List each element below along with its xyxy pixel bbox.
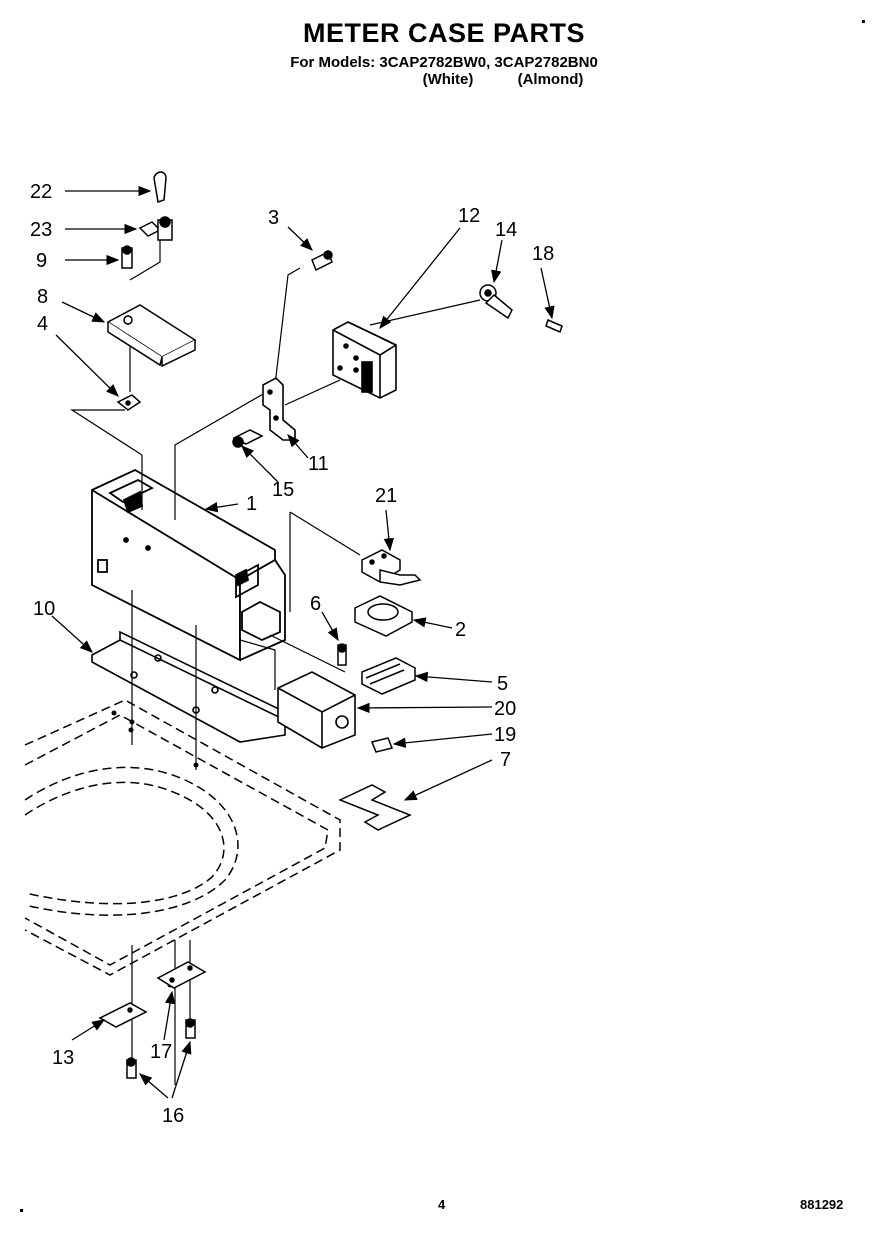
part-7-plate: [338, 784, 412, 831]
callout-15: 15: [272, 479, 294, 501]
part-23-actuator: [138, 216, 173, 241]
callout-arrows: [51, 185, 555, 1099]
part-5-slide: [361, 657, 416, 695]
part-2-coin-cup: [354, 595, 413, 637]
part-12-timer-box: [332, 321, 397, 399]
corner-mark-top: [862, 20, 865, 23]
callout-labels: 22 23 9 8 4 3 12 14 18 11 15 1 21 6 2 10…: [30, 181, 554, 1127]
callout-18: 18: [532, 243, 554, 265]
washer-top-holes: [111, 710, 199, 988]
part-9-screw: [121, 245, 133, 269]
variant-white: (White): [422, 71, 474, 88]
washer-top-outline: [24, 699, 341, 976]
assembly-lines: [69, 240, 481, 1085]
callout-6: 6: [310, 593, 321, 615]
part-3-screw: [311, 250, 333, 272]
callout-3: 3: [268, 207, 279, 229]
callout-19: 19: [494, 724, 516, 746]
callout-16: 16: [162, 1105, 184, 1127]
callout-8: 8: [37, 286, 48, 308]
variant-almond: (Almond): [517, 71, 584, 88]
callout-23: 23: [30, 219, 52, 241]
part-4-clip: [116, 394, 142, 411]
callout-22: 22: [30, 181, 52, 203]
part-1-meter-case: [91, 468, 286, 662]
callout-12: 12: [458, 205, 480, 227]
callout-9: 9: [36, 250, 47, 272]
callout-2: 2: [455, 619, 466, 641]
part-22-lever: [153, 171, 167, 203]
callout-5: 5: [497, 673, 508, 695]
corner-mark-bottom: [20, 1209, 23, 1212]
callout-21: 21: [375, 485, 397, 507]
models-line: For Models: 3CAP2782BW0, 3CAP2782BN0: [290, 54, 598, 71]
part-11-bracket: [262, 377, 296, 441]
callout-14: 14: [495, 219, 517, 241]
part-19-key: [370, 737, 394, 753]
variant-line: (White) (Almond): [0, 71, 888, 88]
callout-13: 13: [52, 1047, 74, 1069]
callout-17: 17: [150, 1041, 172, 1063]
part-21-switch: [361, 549, 422, 586]
part-13-clip: [98, 1002, 148, 1028]
callout-20: 20: [494, 698, 516, 720]
part-8-bracket: [106, 304, 197, 368]
part-14-switch: [479, 284, 513, 320]
part-20-coin-box: [277, 671, 356, 749]
part-16-screws: [126, 1018, 196, 1079]
part-18-pin: [545, 318, 563, 334]
callout-7: 7: [500, 749, 511, 771]
part-17-clip: [156, 961, 207, 989]
part-6-screw: [337, 643, 347, 666]
page-title: METER CASE PARTS: [302, 18, 586, 48]
callout-4: 4: [37, 313, 48, 335]
part-15-screw: [232, 429, 264, 448]
document-code: 881292: [800, 1197, 844, 1212]
callout-11: 11: [308, 453, 329, 475]
page-number: 4: [438, 1197, 446, 1212]
callout-1: 1: [246, 493, 257, 515]
callout-10: 10: [33, 598, 55, 620]
